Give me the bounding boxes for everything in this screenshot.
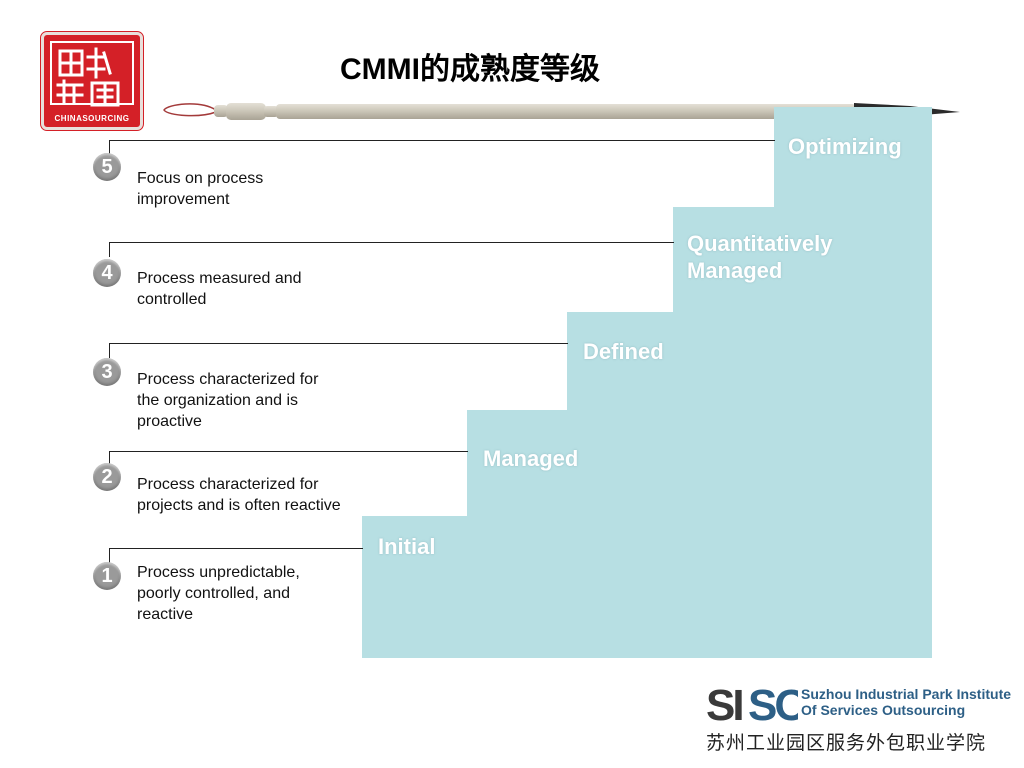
page-title: CMMI的成熟度等级	[340, 44, 600, 88]
siso-logo-icon: SI SO	[706, 680, 798, 726]
stage-label-defined: Defined	[583, 338, 664, 365]
institute-name-en-line1: Suzhou Industrial Park Institute	[801, 686, 1011, 702]
svg-text:SO: SO	[748, 681, 798, 726]
level-number-2: 2	[93, 463, 121, 491]
stage-label-optimizing: Optimizing	[788, 133, 902, 160]
svg-text:SI: SI	[706, 681, 742, 726]
stage-label-initial: Initial	[378, 533, 435, 560]
seal-logo: CHINASOURCING	[41, 32, 143, 130]
stage-label-quantitatively-managed: Quantitatively Managed	[687, 230, 867, 284]
seal-caption: CHINASOURCING	[44, 114, 140, 123]
level-connector-1	[109, 548, 363, 563]
stair-step-optimizing	[774, 107, 932, 217]
institute-name-cn: 苏州工业园区服务外包职业学院	[706, 728, 986, 755]
level-number-4: 4	[93, 259, 121, 287]
institute-name-en-line2: Of Services Outsourcing	[801, 702, 1011, 718]
stair-step-initial	[362, 516, 932, 658]
level-number-3: 3	[93, 358, 121, 386]
stair-step-defined	[567, 312, 932, 422]
level-number-1: 1	[93, 562, 121, 590]
level-description-5: Focus on process improvement	[137, 168, 297, 210]
level-connector-5	[109, 140, 775, 155]
level-description-2: Process characterized for projects and i…	[137, 474, 357, 516]
level-connector-4	[109, 242, 674, 257]
level-connector-3	[109, 343, 568, 358]
level-number-5: 5	[93, 153, 121, 181]
level-description-4: Process measured and controlled	[137, 268, 302, 310]
stage-label-managed: Managed	[483, 445, 578, 472]
level-description-3: Process characterized for the organizati…	[137, 369, 342, 432]
level-connector-2	[109, 451, 468, 466]
institute-name-en: Suzhou Industrial Park Institute Of Serv…	[801, 686, 1011, 718]
level-description-1: Process unpredictable, poorly controlled…	[137, 562, 337, 625]
